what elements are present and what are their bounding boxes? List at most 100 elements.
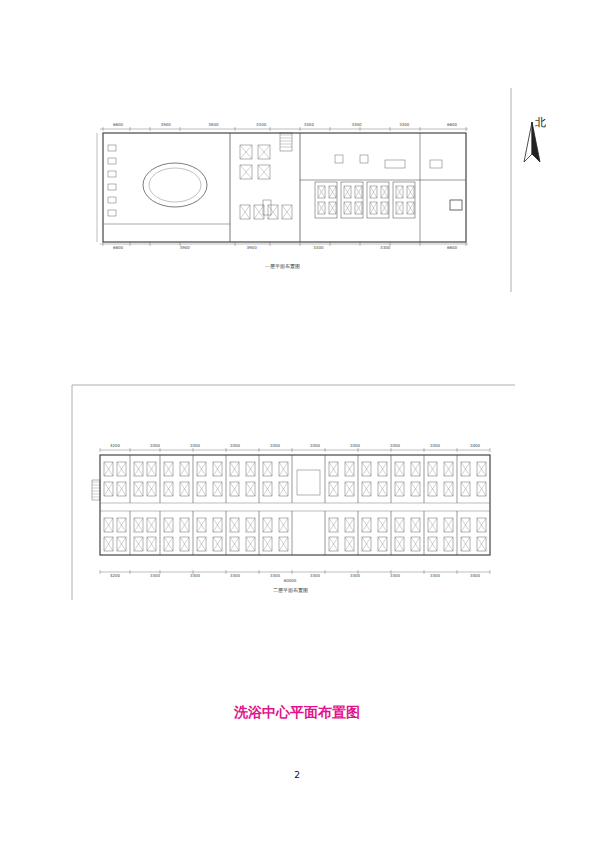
plan-stroke — [355, 202, 362, 214]
dimension: 3900 — [180, 246, 190, 250]
plan-stroke — [164, 482, 173, 496]
plan-stroke — [280, 141, 292, 142]
dimension: 6600 — [447, 246, 457, 250]
plan-stroke — [395, 462, 404, 476]
plan-stroke — [150, 242, 151, 246]
plan-stroke — [444, 462, 453, 476]
dimension: 3300 — [350, 444, 360, 448]
plan-stroke — [147, 537, 156, 551]
plan-stroke — [424, 455, 425, 503]
plan-stroke — [100, 244, 468, 245]
plan-stroke — [240, 145, 252, 159]
plan-stroke — [428, 518, 437, 532]
plan-stroke — [282, 205, 292, 219]
dimension: 3300 — [270, 574, 280, 578]
plan-stroke — [457, 570, 458, 574]
plan-stroke — [108, 145, 116, 151]
plan-stroke — [358, 511, 359, 555]
dimension: 3300 — [150, 574, 160, 578]
plan-stroke — [230, 462, 239, 476]
plan-stroke — [292, 511, 293, 555]
plan-stroke — [318, 186, 325, 198]
plan-stroke — [117, 537, 126, 551]
plan-stroke — [344, 202, 351, 214]
pool — [149, 168, 201, 202]
plan-stroke — [381, 186, 388, 198]
plan-stroke — [329, 186, 336, 198]
plan-stroke — [193, 448, 194, 452]
plan-stroke — [279, 518, 288, 532]
plan-stroke — [246, 462, 255, 476]
plan-stroke — [164, 482, 173, 496]
plan-stroke — [213, 518, 222, 532]
plan-stroke — [180, 482, 189, 496]
dimension: 3300 — [310, 574, 320, 578]
plan-stroke — [100, 503, 490, 504]
plan-stroke — [279, 482, 288, 496]
plan-stroke — [292, 448, 293, 452]
plan-title: 一层平面布置图 — [265, 264, 300, 269]
plan-stroke — [92, 494, 100, 495]
plan-stroke — [477, 537, 486, 551]
plan-stroke — [279, 462, 288, 476]
plan-stroke — [164, 462, 173, 476]
plan-stroke — [395, 482, 404, 496]
plan-stroke — [345, 518, 354, 532]
dimension: 3400 — [470, 574, 480, 578]
north-arrow — [532, 122, 540, 162]
plan-stroke — [259, 448, 260, 452]
plan-stroke — [341, 182, 363, 218]
dimension: 3300 — [390, 574, 400, 578]
plan-stroke — [318, 186, 325, 198]
dimension: 3900 — [247, 246, 257, 250]
plan-stroke — [378, 462, 387, 476]
plan-stroke — [147, 537, 156, 551]
plan-stroke — [490, 570, 491, 574]
plan-stroke — [100, 450, 490, 451]
plan-stroke — [477, 518, 486, 532]
plan-stroke — [395, 537, 404, 551]
plan-stroke — [393, 182, 415, 218]
dimension: 3900 — [161, 123, 171, 127]
plan-stroke — [197, 462, 206, 476]
dimension: 3300 — [380, 246, 390, 250]
north-label: 北 — [535, 117, 546, 128]
plan-stroke — [466, 127, 467, 131]
plan-stroke — [381, 186, 388, 198]
plan-stroke — [378, 462, 387, 476]
dimension: 3300 — [310, 444, 320, 448]
plan-stroke — [444, 482, 453, 496]
plan-stroke — [230, 133, 231, 242]
plan-stroke — [360, 127, 361, 131]
plan-stroke — [130, 127, 131, 131]
plan-stroke — [362, 482, 371, 496]
plan-stroke — [362, 537, 371, 551]
plan-stroke — [279, 462, 288, 476]
plan-stroke — [240, 165, 252, 179]
plan-stroke — [117, 518, 126, 532]
plan-stroke — [193, 455, 194, 503]
plan-stroke — [395, 518, 404, 532]
plan-stroke — [240, 145, 252, 159]
plan-title: 二层平面布置图 — [273, 588, 308, 593]
plan-stroke — [315, 182, 337, 218]
plan-stroke — [164, 537, 173, 551]
plan-stroke — [104, 482, 113, 496]
plan-stroke — [325, 455, 326, 503]
plan-stroke — [230, 462, 239, 476]
plan-stroke — [103, 242, 104, 246]
plan-stroke — [117, 462, 126, 476]
plan-stroke — [263, 462, 272, 476]
plan-stroke — [358, 448, 359, 452]
plan-stroke — [444, 537, 453, 551]
plan-stroke — [240, 165, 252, 179]
plan-stroke — [180, 537, 189, 551]
plan-stroke — [270, 242, 271, 246]
plan-stroke — [329, 186, 336, 198]
plan-stroke — [395, 462, 404, 476]
plan-stroke — [117, 482, 126, 496]
plan-stroke — [329, 537, 338, 551]
plan-stroke — [246, 518, 255, 532]
plan-stroke — [230, 537, 239, 551]
plan-stroke — [197, 537, 206, 551]
